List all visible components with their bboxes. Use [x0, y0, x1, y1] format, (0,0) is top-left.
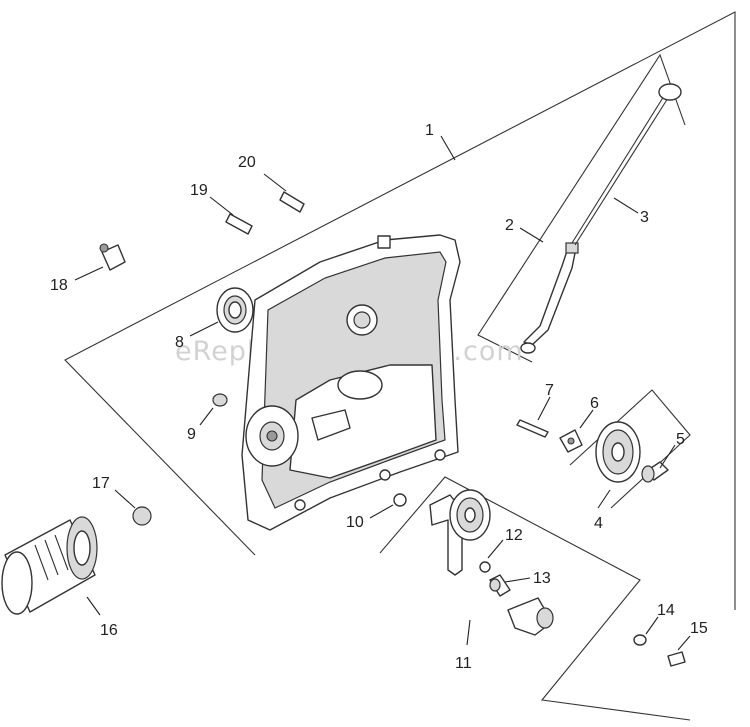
callout-4: 4 [594, 515, 603, 532]
callout-15: 15 [690, 620, 708, 637]
oil-filter [1, 516, 98, 615]
callout-9: 9 [187, 426, 196, 443]
filter-fitting [132, 506, 152, 526]
oil-seal [216, 287, 254, 333]
callout-17: 17 [92, 475, 110, 492]
oil-pump [429, 489, 554, 636]
screw-20 [279, 191, 305, 213]
washer [633, 634, 647, 646]
boundary-closure-plate [64, 11, 736, 610]
leader-lines [74, 135, 691, 651]
plug [212, 393, 228, 407]
boundary-oil-pump [379, 476, 691, 721]
callout-13: 13 [533, 570, 551, 587]
callout-14: 14 [657, 602, 675, 619]
oil-sender [99, 243, 126, 271]
governor-cup [559, 429, 583, 453]
callout-19: 19 [190, 182, 208, 199]
callout-5: 5 [676, 431, 685, 448]
callout-16: 16 [100, 622, 118, 639]
callout-2: 2 [505, 217, 514, 234]
screw-19 [225, 213, 253, 235]
callout-20: 20 [238, 154, 256, 171]
callout-7: 7 [545, 382, 554, 399]
callout-8: 8 [175, 334, 184, 351]
callout-3: 3 [640, 209, 649, 226]
callout-10: 10 [346, 514, 364, 531]
callout-18: 18 [50, 277, 68, 294]
callout-12: 12 [505, 527, 523, 544]
closure-plate [241, 234, 461, 531]
callout-11: 11 [455, 655, 472, 672]
pump-o-ring [479, 561, 491, 573]
o-ring [393, 493, 407, 507]
callout-1: 1 [425, 122, 434, 139]
boundary-dipstick [477, 53, 686, 363]
governor-gear [595, 421, 641, 483]
governor-shaft-part [641, 461, 669, 483]
callout-labels: 1 2 3 4 5 6 7 8 9 10 11 12 13 14 15 16 1… [50, 122, 708, 672]
dipstick-assembly [520, 83, 682, 354]
relief-valve [489, 574, 511, 597]
callout-6: 6 [590, 395, 599, 412]
screw [667, 651, 686, 667]
roll-pin [516, 419, 549, 438]
